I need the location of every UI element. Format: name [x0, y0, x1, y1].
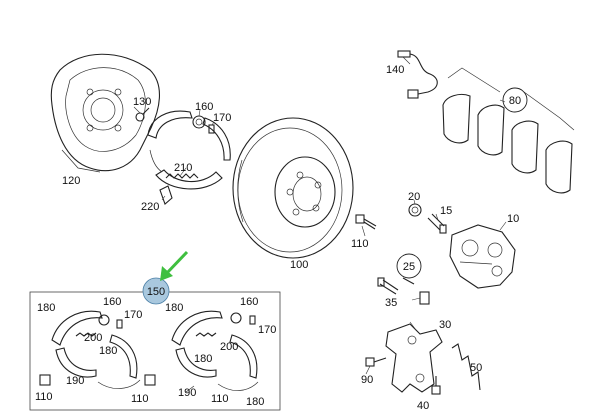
- callout-25-circle[interactable]: 25: [396, 253, 422, 279]
- callout-labels: 130 160 170 210 120 220 140 20 15 10 110…: [35, 64, 519, 412]
- callout-150-label: 150: [147, 286, 165, 298]
- part-110-bolt[interactable]: [355, 214, 377, 230]
- callout-15: 15: [440, 205, 452, 217]
- callout-20: 20: [408, 191, 420, 203]
- part-30-caliper-bracket[interactable]: [385, 323, 443, 393]
- kit-callout-200-b: 200: [220, 341, 238, 353]
- callout-50: 50: [470, 362, 482, 374]
- callout-140: 140: [386, 64, 404, 76]
- part-140-wear-sensor[interactable]: [397, 50, 438, 99]
- kit-callout-180-a: 180: [37, 302, 55, 314]
- callout-130: 130: [133, 96, 151, 108]
- part-100-brake-disc[interactable]: [232, 117, 354, 259]
- kit-callout-180-c: 180: [165, 302, 183, 314]
- svg-text:80: 80: [509, 95, 521, 107]
- kit-callout-110-b: 110: [131, 393, 149, 405]
- callout-110-disc: 110: [351, 238, 369, 250]
- callout-40: 40: [417, 400, 429, 412]
- callout-170-top: 170: [213, 112, 231, 124]
- kit-callout-170-a: 170: [124, 309, 142, 321]
- part-120-backing-plate[interactable]: [50, 53, 161, 173]
- callout-100: 100: [290, 259, 308, 271]
- callout-90: 90: [361, 374, 373, 386]
- part-210-spring[interactable]: [165, 173, 199, 179]
- callout-35: 35: [385, 297, 397, 309]
- part-170-pin-top[interactable]: [208, 124, 215, 134]
- kit-callout-190-b: 190: [178, 387, 196, 399]
- callout-10: 10: [507, 213, 519, 225]
- kit-callout-110-c: 110: [211, 393, 229, 405]
- kit-right-brake-shoes[interactable]: [171, 310, 259, 393]
- callout-210: 210: [174, 162, 192, 174]
- kit-callout-160-b: 160: [240, 296, 258, 308]
- kit-callout-190-a: 190: [66, 375, 84, 387]
- callout-150-highlight[interactable]: 150: [142, 277, 170, 305]
- kit-callout-180-b: 180: [99, 345, 117, 357]
- part-40-bolt[interactable]: [431, 376, 441, 395]
- kit-left-brake-shoes[interactable]: [39, 310, 156, 389]
- svg-text:25: 25: [403, 261, 415, 273]
- kit-callout-160-a: 160: [103, 296, 121, 308]
- part-10-caliper[interactable]: [449, 224, 516, 289]
- callout-160-top: 160: [195, 101, 213, 113]
- kit-callout-200-a: 200: [84, 332, 102, 344]
- kit-150-frame: [29, 291, 281, 411]
- part-20-nut[interactable]: [408, 203, 422, 217]
- part-50-spring-clip[interactable]: [451, 343, 481, 391]
- kit-callout-110-a: 110: [35, 391, 53, 403]
- callout-80-circle[interactable]: 80: [502, 87, 528, 113]
- part-220-clip[interactable]: [159, 185, 173, 205]
- kit-callout-180-e: 180: [246, 396, 264, 408]
- part-80-brake-pad-set[interactable]: [442, 67, 575, 194]
- green-arrow-icon: [160, 250, 189, 281]
- callout-220: 220: [141, 201, 159, 213]
- callout-120: 120: [62, 175, 80, 187]
- part-35-pin[interactable]: [377, 277, 385, 287]
- part-130-bolt[interactable]: [135, 107, 150, 122]
- callout-30: 30: [439, 319, 451, 331]
- leader-lines: [133, 56, 507, 375]
- kit-callout-170-b: 170: [258, 324, 276, 336]
- kit-callout-180-d: 180: [194, 353, 212, 365]
- part-90-bolt[interactable]: [365, 357, 387, 367]
